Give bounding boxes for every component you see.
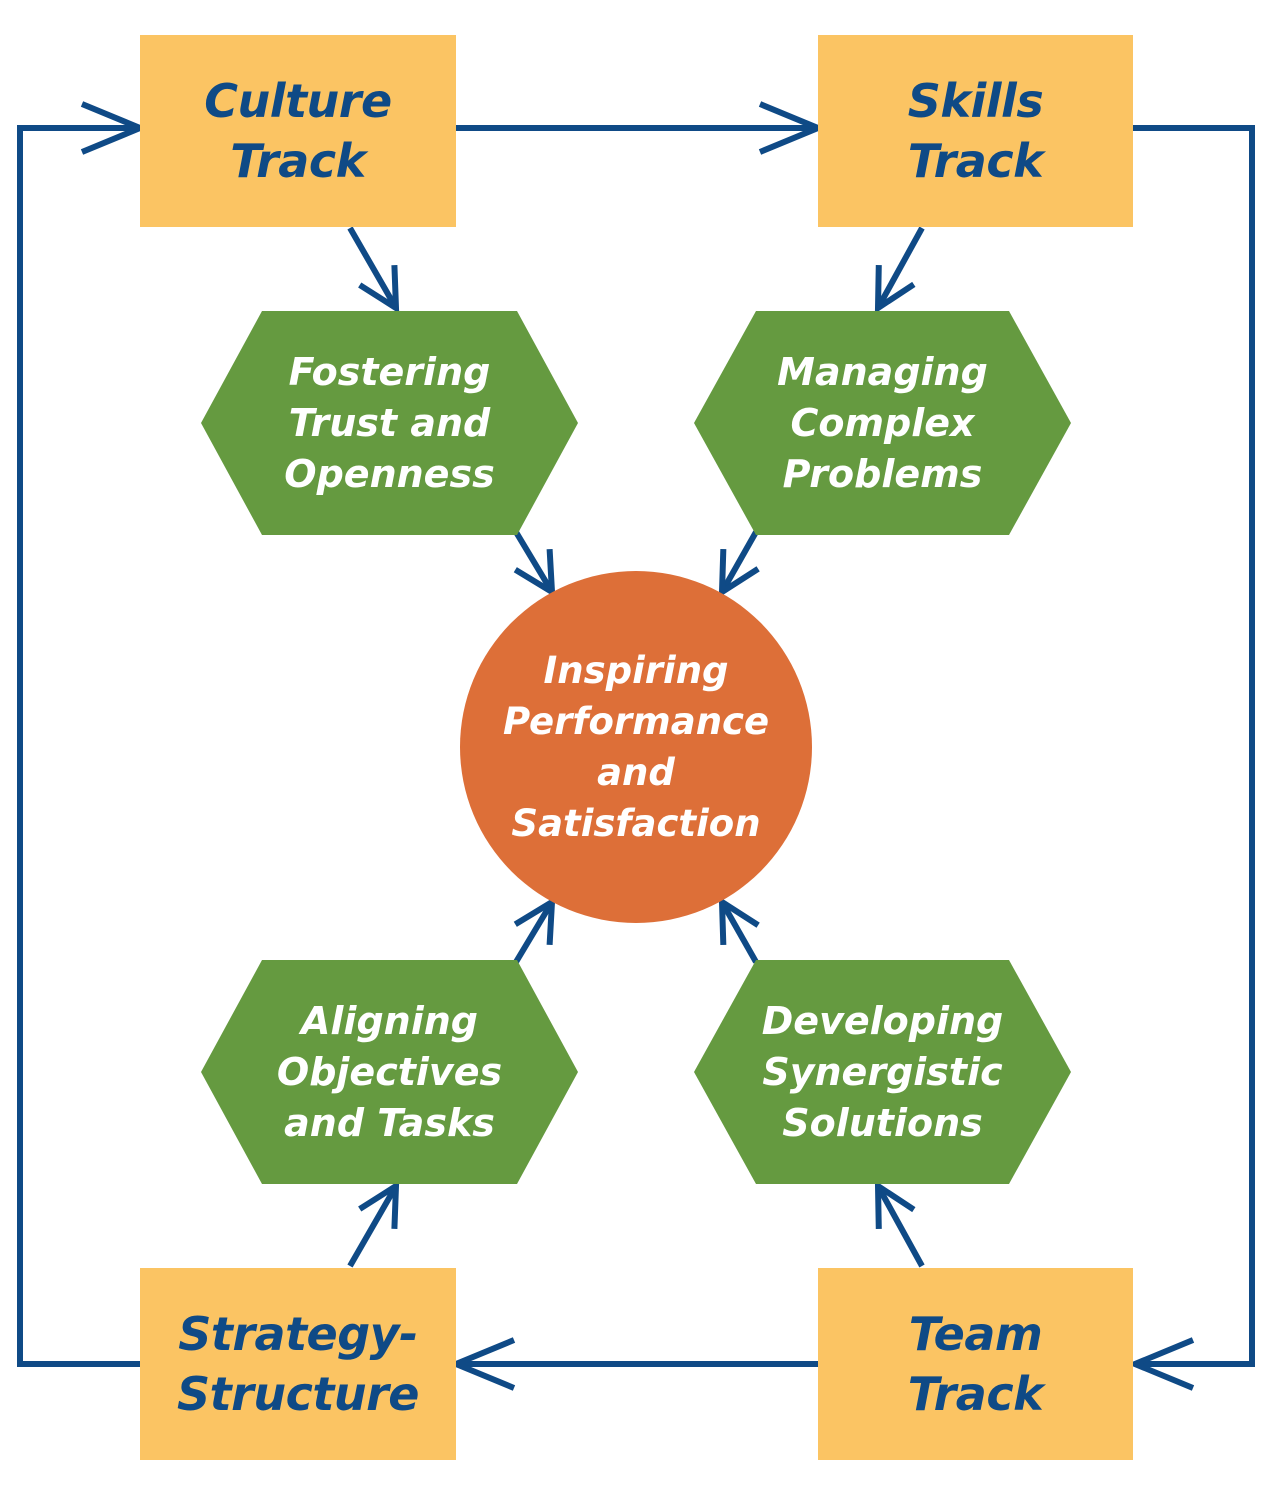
center-line3: and [597, 751, 675, 794]
skills-track-line1: Skills [907, 74, 1044, 128]
center-line1: Inspiring [543, 649, 729, 692]
trust-hexagon [201, 311, 578, 535]
culture-track-label: Culture Track [140, 35, 456, 227]
connector-culture-to-trust [347, 226, 396, 308]
connector-objectives-to-center [513, 902, 552, 964]
objectives-line2: Objectives [276, 1049, 503, 1094]
connector-skills-to-team [1133, 125, 1255, 1364]
problems-line1: Managing [777, 349, 988, 394]
problems-line2: Complex [790, 400, 975, 445]
problems-hexagon [694, 311, 1071, 535]
objectives-hexagon [201, 960, 578, 1184]
solutions-line2: Synergistic [762, 1049, 1003, 1094]
strategy-structure-box [140, 1268, 456, 1460]
skills-track-box [818, 35, 1133, 227]
connector-skills-to-problems [878, 226, 925, 308]
team-track-label: Team Track [818, 1268, 1133, 1460]
team-track-line2: Track [907, 1367, 1044, 1421]
solutions-label: Developing Synergistic Solutions [694, 960, 1071, 1184]
strategy-structure-label: Strategy- Structure [140, 1268, 456, 1460]
solutions-hexagon [694, 960, 1071, 1184]
culture-track-box [140, 35, 456, 227]
problems-label: Managing Complex Problems [694, 311, 1071, 535]
strategy-structure-line1: Strategy- [178, 1307, 418, 1361]
culture-track-line2: Track [230, 134, 366, 188]
problems-line3: Problems [782, 451, 983, 496]
connector-team-to-solutions [878, 1186, 925, 1268]
objectives-line3: and Tasks [284, 1100, 495, 1145]
connector-trust-to-center [513, 530, 552, 592]
connector-strategy-to-objectives [347, 1186, 396, 1268]
solutions-line3: Solutions [782, 1100, 983, 1145]
team-track-line1: Team [908, 1307, 1043, 1361]
connector-solutions-to-center [722, 902, 756, 964]
skills-track-line2: Track [907, 134, 1044, 188]
culture-track-line1: Culture [204, 74, 392, 128]
trust-line2: Trust and [288, 400, 491, 445]
center-circle [460, 571, 812, 923]
trust-line1: Fostering [288, 349, 491, 394]
center-label: Inspiring Performance and Satisfaction [460, 571, 812, 923]
connector-strategy-to-culture [17, 128, 140, 1367]
skills-track-label: Skills Track [818, 35, 1133, 227]
solutions-line1: Developing [761, 998, 1004, 1043]
strategy-structure-line2: Structure [177, 1367, 419, 1421]
team-track-box [818, 1268, 1133, 1460]
center-line4: Satisfaction [511, 802, 761, 845]
trust-line3: Openness [284, 451, 495, 496]
trust-label: Fostering Trust and Openness [201, 311, 578, 535]
objectives-label: Aligning Objectives and Tasks [201, 960, 578, 1184]
center-line2: Performance [502, 700, 770, 743]
objectives-line1: Aligning [301, 998, 478, 1043]
connector-problems-to-center [722, 530, 756, 592]
